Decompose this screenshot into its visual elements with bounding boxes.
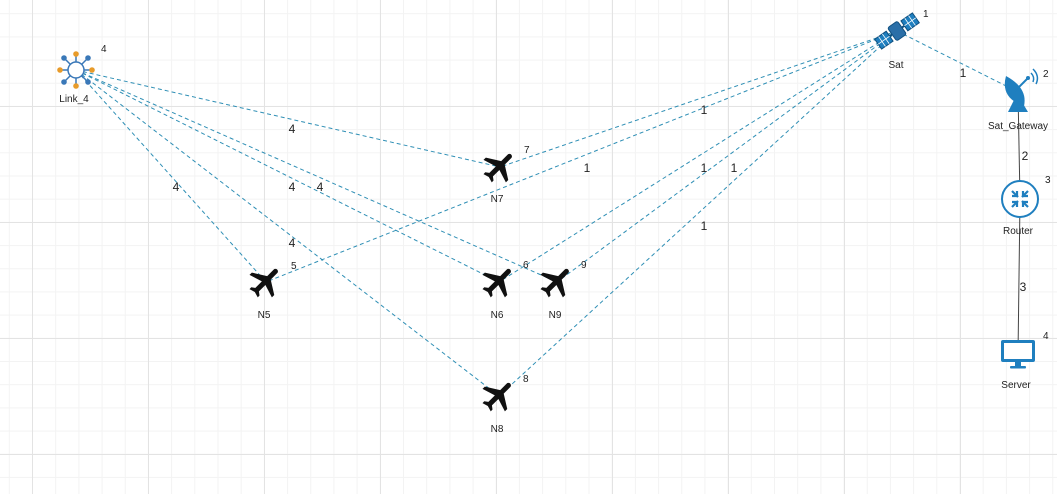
router-icon [1001,180,1039,218]
link-link4-n5[interactable] [75,69,267,283]
n6-id: 6 [523,260,529,271]
satellite-icon [874,12,920,50]
link-link4-n7[interactable] [75,69,501,168]
node-router[interactable] [1000,179,1040,219]
link-label-link4-n6: 4 [289,180,296,194]
link-label-sat-gateway: 1 [960,66,967,80]
n8-id: 8 [523,374,529,385]
link4-name: Link_4 [59,94,89,105]
node-n5[interactable] [246,262,286,302]
link-link4-n8[interactable] [75,69,500,397]
link-label-link4-n8: 4 [289,236,296,250]
link-sat-n6[interactable] [498,30,898,283]
router-name: Router [1002,226,1034,237]
n5-id: 5 [291,261,297,272]
airplane-icon [482,382,511,412]
link-label-link4-n9: 4 [317,180,324,194]
link-label-sat-n7: 1 [701,103,708,117]
node-server[interactable] [1000,338,1036,370]
link4-id: 4 [101,44,107,55]
link-label-link4-n5: 4 [173,180,180,194]
link-link4-n9[interactable] [75,69,558,283]
node-n9[interactable] [537,262,577,302]
node-gateway[interactable] [998,68,1042,114]
link-label-router-server: 3 [1020,280,1027,294]
link-label-link4-n7: 4 [289,122,296,136]
airplane-icon [540,268,569,298]
link-sat-n9[interactable] [556,30,898,283]
n6-name: N6 [490,310,504,321]
node-n7[interactable] [480,147,520,187]
gateway-id: 2 [1043,69,1049,80]
n8-name: N8 [490,424,504,435]
airplane-icon [483,153,512,183]
link-sat-n7[interactable] [499,30,898,168]
link-sat-n8[interactable] [498,30,898,397]
link-label-sat-n6: 1 [701,161,708,175]
link-label-sat-n9: 1 [731,161,738,175]
satellite-dish-icon [1004,68,1039,112]
server-name: Server [1001,380,1031,391]
link-label-gateway-router: 2 [1022,149,1029,163]
monitor-icon [1001,340,1035,369]
airplane-icon [249,268,278,298]
link-link4-n6[interactable] [75,69,500,283]
sat-name: Sat [888,60,904,71]
n9-id: 9 [581,260,587,271]
node-sat[interactable] [872,6,922,56]
link-label-sat-n5: 1 [584,161,591,175]
n9-name: N9 [548,310,562,321]
server-id: 4 [1043,331,1049,342]
n5-name: N5 [257,310,271,321]
link-router-server[interactable] [1017,198,1021,356]
airplane-icon [482,268,511,298]
link-sat-gateway[interactable] [896,30,1019,93]
node-n6[interactable] [479,262,519,302]
node-n8[interactable] [479,376,519,416]
link-hub-icon [57,51,95,89]
link-sat-n5[interactable] [265,30,898,283]
router-id: 3 [1045,175,1051,186]
gateway-name: Sat_Gateway [987,121,1049,132]
sat-id: 1 [923,9,929,20]
n7-id: 7 [524,145,530,156]
node-link4[interactable] [56,50,96,90]
link-label-sat-n8: 1 [701,219,708,233]
n7-name: N7 [490,194,504,205]
